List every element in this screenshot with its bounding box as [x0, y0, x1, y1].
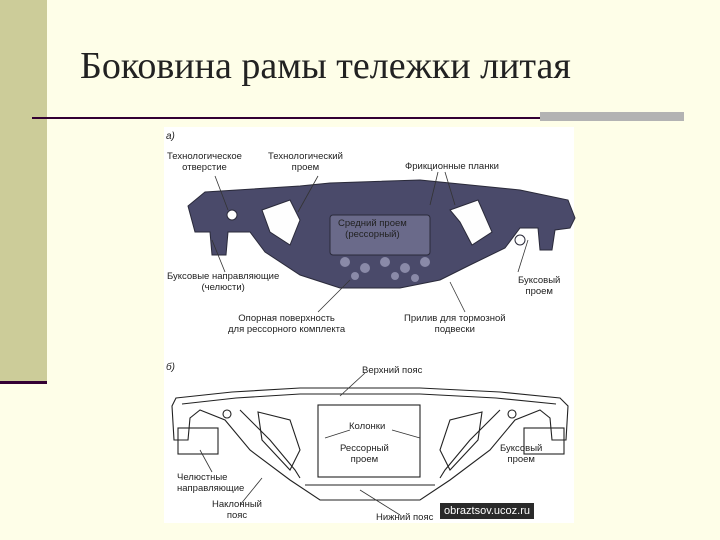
slide-title: Боковина рамы тележки литая [80, 45, 571, 87]
label-inclined-chord: Наклонный пояс [212, 499, 262, 521]
label-tech-hole: Технологическое отверстие [167, 151, 242, 173]
tech-opening-left [261, 199, 301, 246]
label-jaw-guides: Челюстные направляющие [177, 472, 245, 494]
watermark: obraztsov.ucoz.ru [440, 503, 535, 519]
label-axle-guides: Буксовые направляющие (челюсти) [167, 271, 280, 293]
panel-a-label: а) [166, 131, 175, 142]
label-axle-opening-a: Буксовый проем [518, 275, 561, 297]
tech-opening-right [449, 199, 493, 246]
callout-lines-b [199, 372, 421, 516]
central-opening-area [329, 214, 431, 256]
label-bottom-chord: Нижний пояс [376, 512, 434, 523]
label-central-opening: Средний проем (рессорный) [338, 218, 407, 240]
casting-texture [340, 257, 430, 282]
tech-hole-left [226, 209, 238, 221]
label-spring-opening: Рессорный проем [340, 443, 389, 465]
label-top-chord: Верхний пояс [362, 365, 423, 376]
label-axle-opening-b: Буксовый проем [500, 443, 543, 465]
label-friction-plates: Фрикционные планки [405, 161, 499, 172]
label-columns: Колонки [349, 421, 386, 432]
label-support-surface: Опорная поверхность для рессорного компл… [228, 313, 346, 335]
side-frame-schematic [171, 387, 569, 501]
label-brake-lug: Прилив для тормозной подвески [404, 313, 506, 335]
title-rule [32, 117, 540, 119]
label-tech-opening: Технологический проем [268, 151, 343, 173]
slide-sidebar [0, 0, 47, 384]
title-rule-accent [540, 112, 684, 121]
sidebar-edge [0, 381, 47, 384]
panel-b-label: б) [166, 362, 175, 373]
tech-hole-right [514, 234, 526, 246]
callout-lines-a [211, 171, 529, 313]
